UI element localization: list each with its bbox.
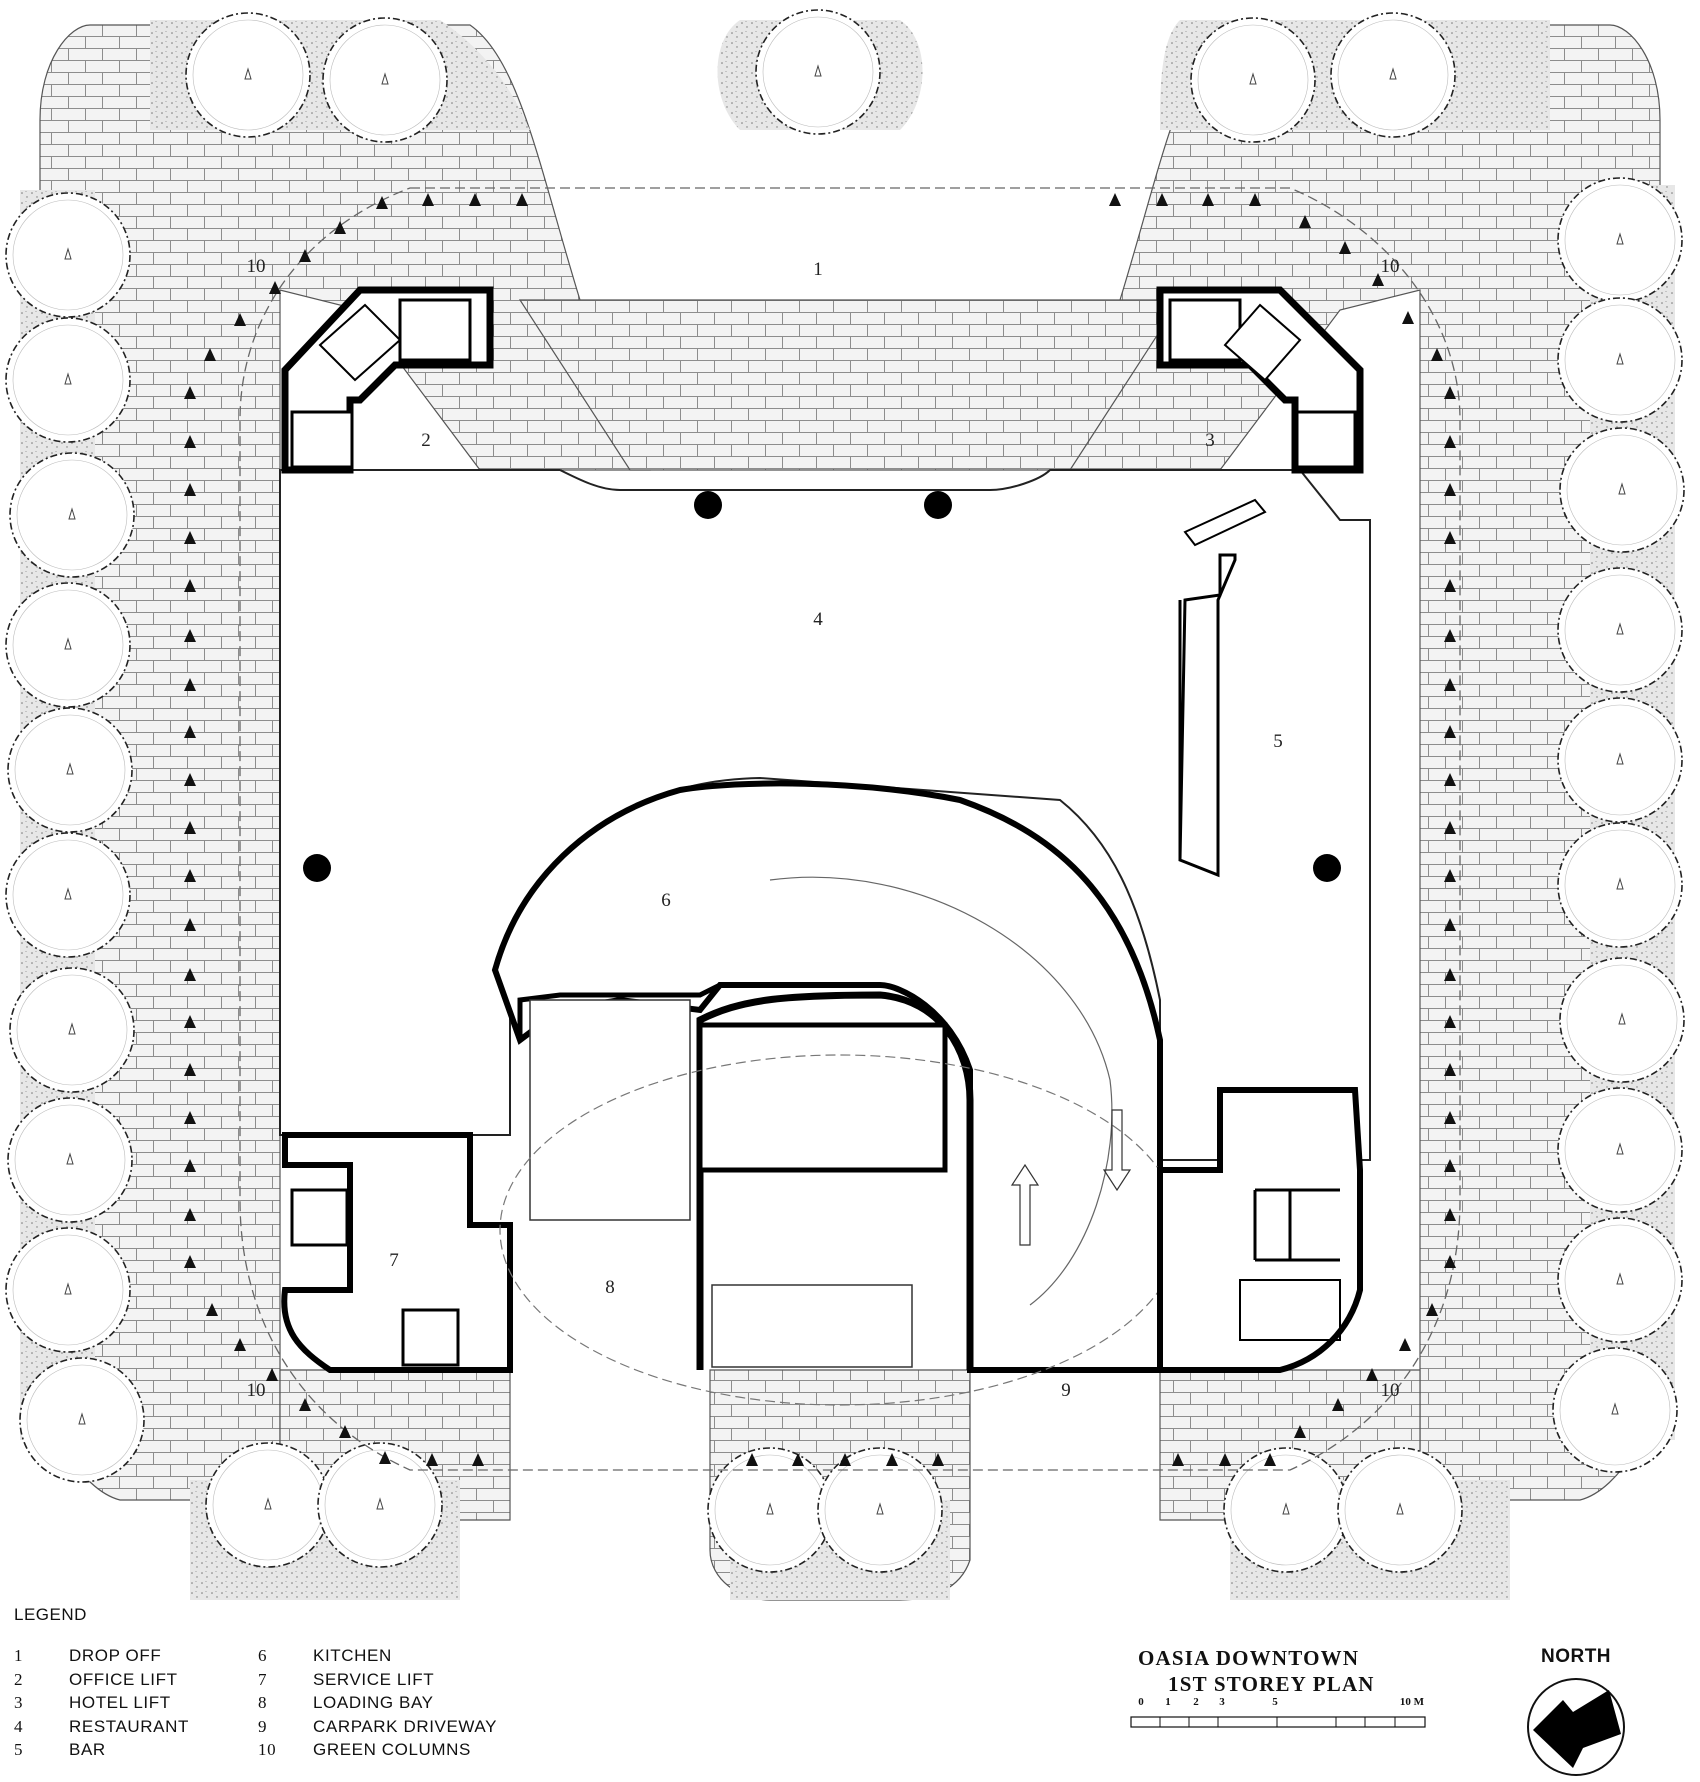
legend-label: KITCHEN bbox=[313, 1646, 392, 1665]
legend-item: 6 KITCHEN bbox=[258, 1646, 497, 1670]
room-label-loading-bay: 8 bbox=[605, 1277, 615, 1298]
structural-columns bbox=[303, 491, 1341, 882]
legend-label: DROP OFF bbox=[69, 1646, 162, 1665]
tower-outline-dashed bbox=[239, 187, 1461, 1471]
room-label-green-columns-nw: 10 bbox=[246, 256, 266, 277]
legend-column-1: 1 DROP OFF 2 OFFICE LIFT 3 HOTEL LIFT 4 REST… bbox=[14, 1646, 189, 1764]
loading-bay-platform bbox=[529, 999, 691, 1221]
inner-core-wall bbox=[696, 991, 974, 1370]
room-label-green-columns-sw: 10 bbox=[246, 1380, 266, 1401]
legend-heading: LEGEND bbox=[14, 1605, 87, 1624]
north-arrow-icon bbox=[1527, 1678, 1625, 1776]
legend-item: 9 CARPARK DRIVEWAY bbox=[258, 1717, 497, 1741]
legend-number: 1 bbox=[14, 1646, 24, 1665]
legend-label: BAR bbox=[69, 1740, 106, 1759]
plan-subtitle: 1ST STOREY PLAN bbox=[1168, 1672, 1375, 1696]
legend-item: 7 SERVICE LIFT bbox=[258, 1670, 497, 1694]
room-label-bar: 5 bbox=[1273, 731, 1283, 752]
room-label-restaurant: 4 bbox=[813, 609, 823, 630]
bar-shelf bbox=[1183, 498, 1267, 547]
legend-number: 9 bbox=[258, 1716, 268, 1736]
east-toilet-core bbox=[1157, 1087, 1363, 1373]
scale-label-1: 1 bbox=[1165, 1696, 1171, 1708]
legend-label: HOTEL LIFT bbox=[69, 1693, 171, 1712]
legend-label: GREEN COLUMNS bbox=[313, 1740, 471, 1759]
inner-core-room bbox=[697, 1022, 948, 1173]
scale-label-2: 2 bbox=[1193, 1696, 1199, 1708]
legend-item: 2 OFFICE LIFT bbox=[14, 1670, 189, 1694]
legend-item: 1 DROP OFF bbox=[14, 1646, 189, 1670]
paving-center-top bbox=[518, 299, 1182, 471]
legend-number: 10 bbox=[258, 1740, 277, 1759]
room-label-office-lift: 2 bbox=[421, 430, 431, 451]
north-label: NORTH bbox=[1540, 1646, 1612, 1667]
scale-label-3: 3 bbox=[1219, 1696, 1225, 1708]
legend-label: LOADING BAY bbox=[313, 1693, 434, 1712]
room-label-drop-off: 1 bbox=[813, 259, 823, 280]
kitchen-inner-wall bbox=[517, 982, 722, 1040]
scale-label-5: 5 bbox=[1272, 1696, 1278, 1708]
scale-bar bbox=[1130, 1716, 1426, 1728]
plan-title: OASIA DOWNTOWN bbox=[1138, 1646, 1360, 1670]
room-label-hotel-lift: 3 bbox=[1205, 430, 1215, 451]
legend-label: CARPARK DRIVEWAY bbox=[313, 1716, 498, 1736]
legend-number: 7 bbox=[258, 1669, 268, 1689]
legend-label: OFFICE LIFT bbox=[69, 1669, 178, 1689]
legend-number: 8 bbox=[258, 1693, 268, 1712]
legend-label: RESTAURANT bbox=[69, 1716, 189, 1736]
legend-number: 4 bbox=[14, 1716, 24, 1736]
legend-item: 3 HOTEL LIFT bbox=[14, 1693, 189, 1717]
legend-number: 5 bbox=[14, 1740, 24, 1759]
room-label-kitchen: 6 bbox=[661, 890, 671, 911]
legend-column-2: 6 KITCHEN 7 SERVICE LIFT 8 LOADING BAY 9 CAR… bbox=[258, 1646, 497, 1764]
scale-label-0: 0 bbox=[1138, 1696, 1144, 1708]
loading-bay-dock bbox=[711, 1284, 913, 1368]
legend-number: 6 bbox=[258, 1646, 268, 1665]
legend-item: 8 LOADING BAY bbox=[258, 1693, 497, 1717]
legend-item: 10 GREEN COLUMNS bbox=[258, 1740, 497, 1764]
legend-number: 2 bbox=[14, 1669, 24, 1689]
legend-item: 4 RESTAURANT bbox=[14, 1717, 189, 1741]
legend-item: 5 BAR bbox=[14, 1740, 189, 1764]
room-label-service-lift: 7 bbox=[389, 1250, 399, 1271]
legend-label: SERVICE LIFT bbox=[313, 1669, 435, 1689]
room-label-green-columns-ne: 10 bbox=[1380, 256, 1400, 277]
room-label-carpark-driveway: 9 bbox=[1061, 1380, 1071, 1401]
driveway-track bbox=[769, 876, 1113, 1306]
legend-number: 3 bbox=[14, 1693, 24, 1712]
scale-label-10m: 10 M bbox=[1399, 1696, 1425, 1708]
room-label-green-columns-se: 10 bbox=[1380, 1380, 1400, 1401]
bar-counter bbox=[1178, 553, 1237, 878]
driveway-arrows bbox=[1010, 1109, 1132, 1246]
